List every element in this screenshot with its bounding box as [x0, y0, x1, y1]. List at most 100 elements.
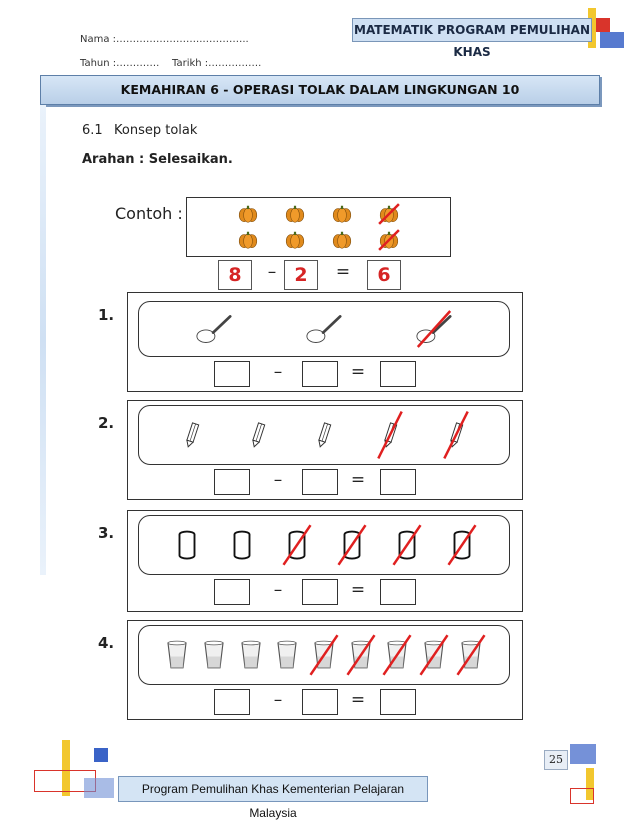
cross-out-mark	[456, 634, 486, 676]
corner-decoration-top	[560, 8, 630, 58]
cross-out-mark	[378, 229, 400, 251]
pumpkin-icon	[237, 203, 259, 225]
pencil-icon	[186, 422, 200, 448]
pumpkin-icon	[332, 231, 352, 249]
section-number: 6.1	[82, 123, 103, 138]
spoon-icon	[306, 309, 342, 349]
cross-out-mark	[336, 524, 367, 566]
spoon-icon	[196, 309, 232, 349]
pumpkin-icon	[331, 229, 353, 251]
spoon-icon	[416, 309, 452, 349]
pencil-icon	[318, 422, 332, 448]
answer-box-minuend[interactable]	[214, 361, 250, 387]
cylinder-icon	[172, 523, 202, 567]
cross-out-mark	[419, 634, 449, 676]
example-equals: =	[335, 262, 351, 282]
answer-box-minuend[interactable]	[214, 469, 250, 495]
question-number: 1.	[98, 306, 115, 324]
answer-box-result[interactable]	[380, 579, 416, 605]
answer-box-result[interactable]	[380, 469, 416, 495]
pencil-icon	[252, 422, 266, 448]
example-items	[187, 198, 450, 256]
glass-icon	[382, 633, 412, 677]
cross-out-mark	[382, 634, 412, 676]
answer-box-subtrahend[interactable]	[302, 361, 338, 387]
example-minuend: 8	[218, 260, 252, 290]
object-panel	[138, 405, 510, 465]
question-number: 4.	[98, 634, 115, 652]
pumpkin-icon	[285, 231, 305, 249]
answer-box-subtrahend[interactable]	[302, 469, 338, 495]
pumpkin-icon	[238, 205, 258, 223]
pumpkin-icon	[331, 203, 353, 225]
date-line: Tarikh :…………….	[172, 58, 262, 69]
spoon-icon	[196, 315, 232, 343]
glass-icon	[419, 633, 449, 677]
section-title: Konsep tolak	[114, 123, 198, 138]
cross-out-mark	[416, 310, 452, 348]
cross-out-mark	[309, 634, 339, 676]
instruction: Arahan : Selesaikan.	[82, 152, 233, 167]
answer-box-subtrahend[interactable]	[302, 579, 338, 605]
name-line: Nama :……………………..…………..	[80, 34, 249, 45]
glass-icon	[241, 640, 261, 669]
object-panel	[138, 301, 510, 357]
pumpkin-icon	[238, 231, 258, 249]
equals-sign: =	[350, 690, 366, 710]
pumpkin-icon	[284, 229, 306, 251]
minus-sign: –	[273, 470, 283, 490]
pumpkin-icon	[332, 205, 352, 223]
cylinder-icon	[227, 523, 257, 567]
answer-box-result[interactable]	[380, 361, 416, 387]
cylinder-icon	[446, 523, 477, 567]
glass-icon	[199, 633, 229, 677]
pumpkin-icon	[378, 203, 400, 225]
corner-decoration-bottom-left	[34, 740, 124, 802]
example-result: 6	[367, 260, 401, 290]
glass-icon	[309, 633, 339, 677]
pencil-icon	[443, 409, 469, 461]
glass-icon	[346, 633, 376, 677]
question-number: 2.	[98, 414, 115, 432]
glass-icon	[162, 633, 192, 677]
cylinder-icon	[336, 523, 367, 567]
glass-icon	[272, 633, 302, 677]
question-box: –=	[127, 510, 523, 612]
cross-out-mark	[446, 524, 477, 566]
pumpkin-icon	[237, 229, 259, 251]
example-minus: –	[267, 262, 277, 282]
pencil-icon	[311, 409, 337, 461]
cylinder-icon	[391, 523, 422, 567]
answer-box-minuend[interactable]	[214, 579, 250, 605]
glass-icon	[204, 640, 224, 669]
corner-decoration-bottom-right	[530, 738, 630, 808]
answer-box-minuend[interactable]	[214, 689, 250, 715]
cross-out-mark	[377, 411, 403, 459]
example-subtrahend: 2	[284, 260, 318, 290]
cylinder-icon	[178, 530, 195, 560]
minus-sign: –	[273, 690, 283, 710]
cross-out-mark	[378, 203, 400, 225]
skill-banner: KEMAHIRAN 6 - OPERASI TOLAK DALAM LINGKU…	[40, 75, 600, 105]
answer-box-result[interactable]	[380, 689, 416, 715]
glass-icon	[456, 633, 486, 677]
equals-sign: =	[350, 470, 366, 490]
left-decor-bar	[40, 105, 46, 575]
page-number: 25	[544, 750, 568, 770]
object-panel	[138, 625, 510, 685]
footer-text: Program Pemulihan Khas Kementerian Pelaj…	[118, 776, 428, 820]
equals-sign: =	[350, 362, 366, 382]
pumpkin-icon	[285, 205, 305, 223]
cross-out-mark	[281, 524, 312, 566]
cylinder-icon	[281, 523, 312, 567]
question-box: –=	[127, 400, 523, 500]
object-panel	[138, 515, 510, 575]
question-box: –=	[127, 292, 523, 392]
minus-sign: –	[273, 580, 283, 600]
cross-out-mark	[443, 411, 469, 459]
year-line: Tahun :………….	[80, 58, 160, 69]
cross-out-mark	[391, 524, 422, 566]
answer-box-subtrahend[interactable]	[302, 689, 338, 715]
glass-icon	[277, 640, 297, 669]
pencil-icon	[179, 409, 205, 461]
